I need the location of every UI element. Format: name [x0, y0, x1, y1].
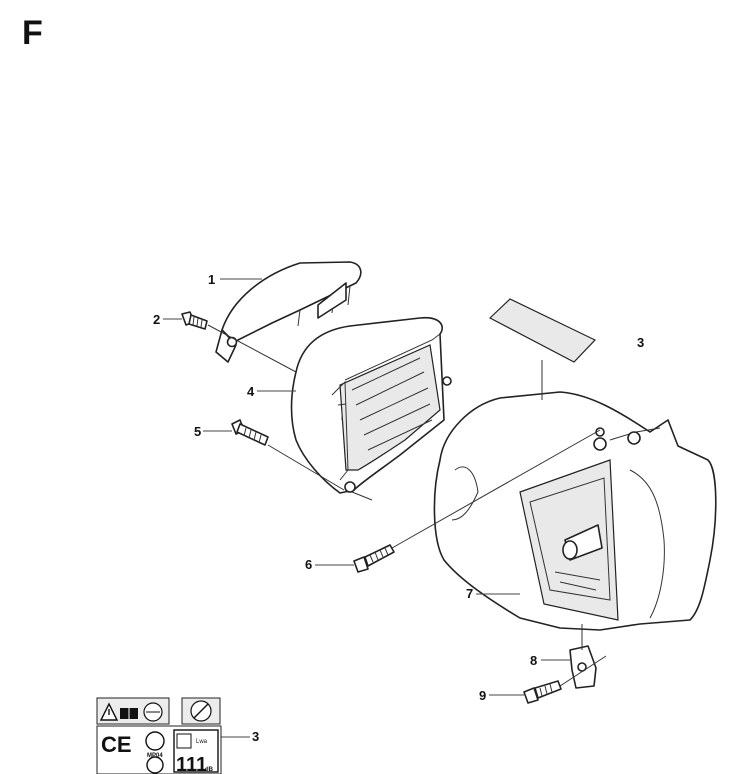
- part-6-screw: [353, 544, 395, 573]
- callout-6: 6: [305, 557, 312, 572]
- assembly-lines: [207, 324, 607, 687]
- callout-3: 3: [637, 335, 644, 350]
- pct-certification-icon: [145, 731, 165, 751]
- callout-1: 1: [208, 272, 215, 287]
- warning-decal-sheet: CE MP04 Lwa 111 dB: [96, 697, 222, 774]
- part-2-screw: [181, 311, 208, 330]
- callout-4: 4: [247, 384, 255, 399]
- part-9-screw: [523, 680, 562, 704]
- noise-lwa: Lwa: [196, 739, 208, 745]
- gost-code: MP04: [147, 753, 163, 759]
- callout-2: 2: [153, 312, 160, 327]
- callout-9: 9: [479, 688, 486, 703]
- section-letter: F: [22, 14, 43, 52]
- callout-8: 8: [530, 653, 537, 668]
- leader-lines: [163, 278, 570, 738]
- gost-logo-icon: [146, 756, 164, 774]
- part-4-cylinder-cover: [290, 316, 452, 494]
- part-8-clip: [569, 645, 597, 689]
- part-1-top-cover: [215, 261, 362, 363]
- part-3-decal-blank: [488, 298, 597, 363]
- noise-cube-icon: [176, 733, 192, 749]
- part-5-screw: [231, 419, 269, 446]
- callout-7: 7: [466, 586, 473, 601]
- part-7-engine-housing: [433, 391, 717, 631]
- callout-3b: 3: [252, 729, 259, 744]
- noise-db-unit: dB: [205, 767, 214, 773]
- callout-5: 5: [194, 424, 201, 439]
- noise-db-value: 111: [176, 754, 207, 774]
- ce-mark: CE: [101, 732, 132, 757]
